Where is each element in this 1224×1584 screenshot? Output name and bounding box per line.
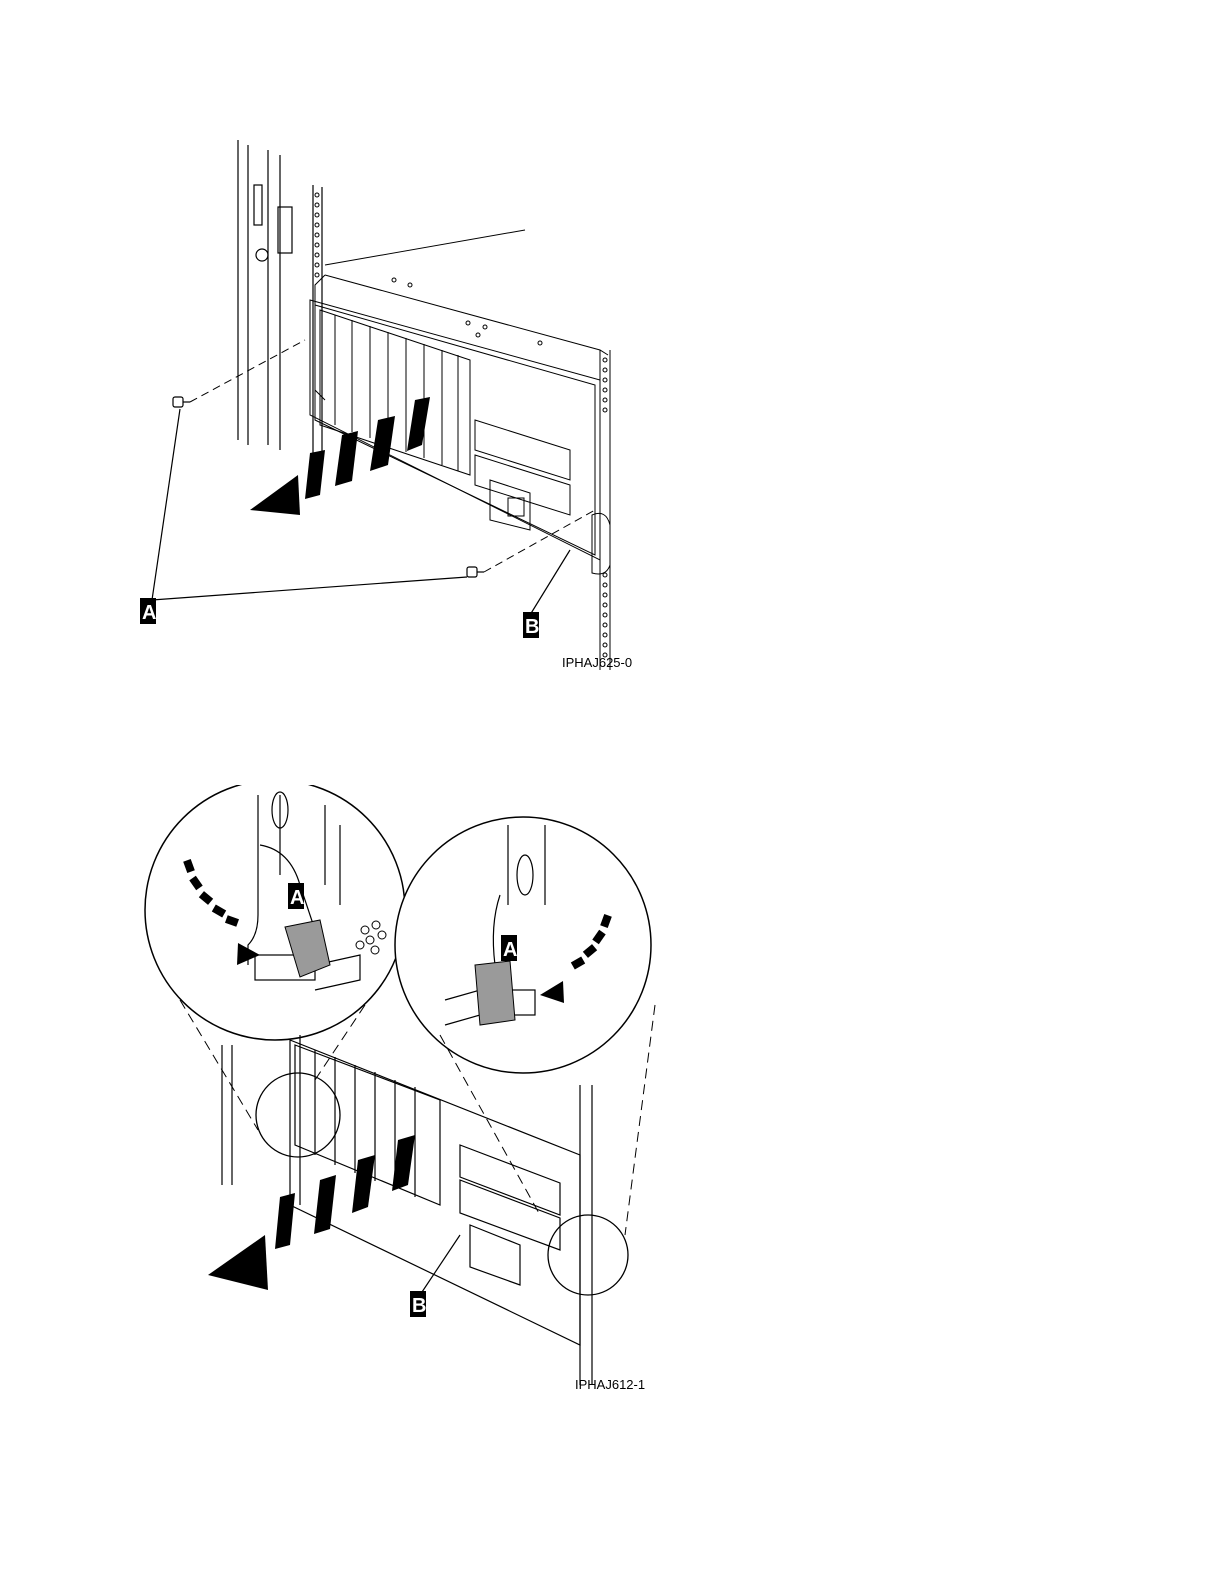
svg-text:B: B <box>525 616 539 638</box>
svg-text:A: A <box>290 887 304 909</box>
figure-id: IPHAJ625-0 <box>562 655 632 670</box>
svg-text:A: A <box>503 939 517 961</box>
screw-bottom <box>467 567 484 577</box>
callout-b-fig2: B <box>410 1291 426 1317</box>
svg-text:A: A <box>142 602 156 624</box>
latch-right <box>475 961 515 1025</box>
pull-direction-arrow <box>250 397 430 515</box>
callout-a-right: A <box>501 935 517 961</box>
svg-text:B: B <box>412 1295 426 1317</box>
screw-top <box>173 397 190 407</box>
figure1-illustration: A B <box>130 135 650 680</box>
callout-a-left: A <box>288 883 304 909</box>
figure-rack-latch-release: A A B IPHAJ612-1 <box>140 785 680 1395</box>
pull-direction-arrow <box>208 1135 415 1290</box>
callout-b-fig1: B <box>523 612 539 638</box>
figure2-illustration: A A B <box>140 785 680 1395</box>
figure-id: IPHAJ612-1 <box>575 1377 645 1392</box>
figure-rack-screws-removal: A B IPHAJ625-0 <box>130 135 650 680</box>
callout-a-fig1: A <box>140 598 156 624</box>
